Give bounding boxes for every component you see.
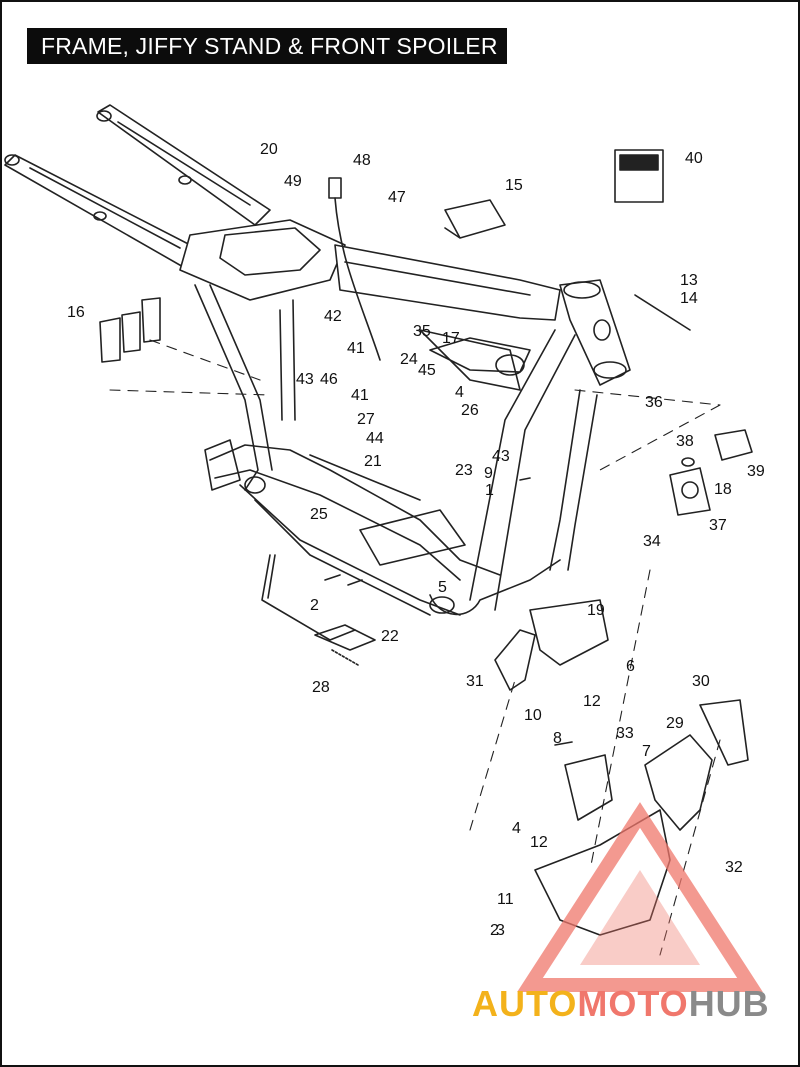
callout-11: 11 [497,891,514,908]
callout-43a: 43 [296,371,314,388]
watermark-part3: HUB [688,983,770,1024]
frame [179,219,631,616]
callout-33: 33 [616,725,634,742]
callout-36: 36 [645,394,663,411]
callout-9: 9 [484,465,493,482]
callout-23: 23 [455,462,473,479]
callout-15: 15 [505,177,523,194]
callout-20: 20 [260,141,278,158]
callout-43b: 43 [492,448,510,465]
callout-27: 27 [357,411,375,428]
callout-30: 30 [692,673,710,690]
page-title: FRAME, JIFFY STAND & FRONT SPOILER [27,28,507,64]
callout-45: 45 [418,362,436,379]
callout-41a: 41 [347,340,365,357]
callout-49: 49 [284,173,302,190]
watermark-part1: AUTO [472,983,578,1024]
callout-4b: 4 [512,820,521,837]
callout-35: 35 [413,323,431,340]
callout-12a: 12 [583,693,601,710]
callout-48: 48 [353,152,371,169]
callout-labels: 1 2 2 3 4 4 5 6 7 8 9 10 11 12 12 13 14 … [67,141,765,939]
callout-39: 39 [747,463,765,480]
callout-21: 21 [364,453,382,470]
callout-14: 14 [680,290,698,307]
callout-12b: 12 [530,834,548,851]
callout-2b: 2 [490,922,499,939]
callout-47: 47 [388,189,406,206]
callout-16: 16 [67,304,85,321]
callout-40: 40 [685,150,703,167]
jiffy-stand [261,554,376,666]
leader-dashes [109,339,721,956]
callout-28: 28 [312,679,330,696]
callout-4a: 4 [455,384,464,401]
callout-41b: 41 [351,387,369,404]
callout-26: 26 [461,402,479,419]
callout-22: 22 [381,628,399,645]
callout-13: 13 [680,272,698,289]
callout-42: 42 [324,308,342,325]
callout-44: 44 [366,430,384,447]
callout-34: 34 [643,533,661,550]
callout-31: 31 [466,673,484,690]
callout-6: 6 [626,658,635,675]
callout-32: 32 [725,859,743,876]
callout-38: 38 [676,433,694,450]
callout-25: 25 [310,506,328,523]
callout-17: 17 [442,330,460,347]
callout-3: 3 [496,922,505,939]
callout-46: 46 [320,371,338,388]
watermark-part2: MOTO [577,983,689,1024]
callout-10: 10 [524,707,542,724]
callout-8: 8 [553,730,562,747]
callout-29: 29 [666,715,684,732]
fender-struts [4,104,271,269]
callout-37: 37 [709,517,727,534]
callout-5: 5 [438,579,447,596]
watermark-logo: AUTOMOTOHUB [472,983,770,1025]
callout-18: 18 [714,481,732,498]
callout-24: 24 [400,351,418,368]
callout-2a: 2 [310,597,319,614]
callout-19: 19 [587,602,605,619]
watermark-triangle [517,802,763,992]
callout-7: 7 [642,743,651,760]
callout-1: 1 [485,482,494,499]
